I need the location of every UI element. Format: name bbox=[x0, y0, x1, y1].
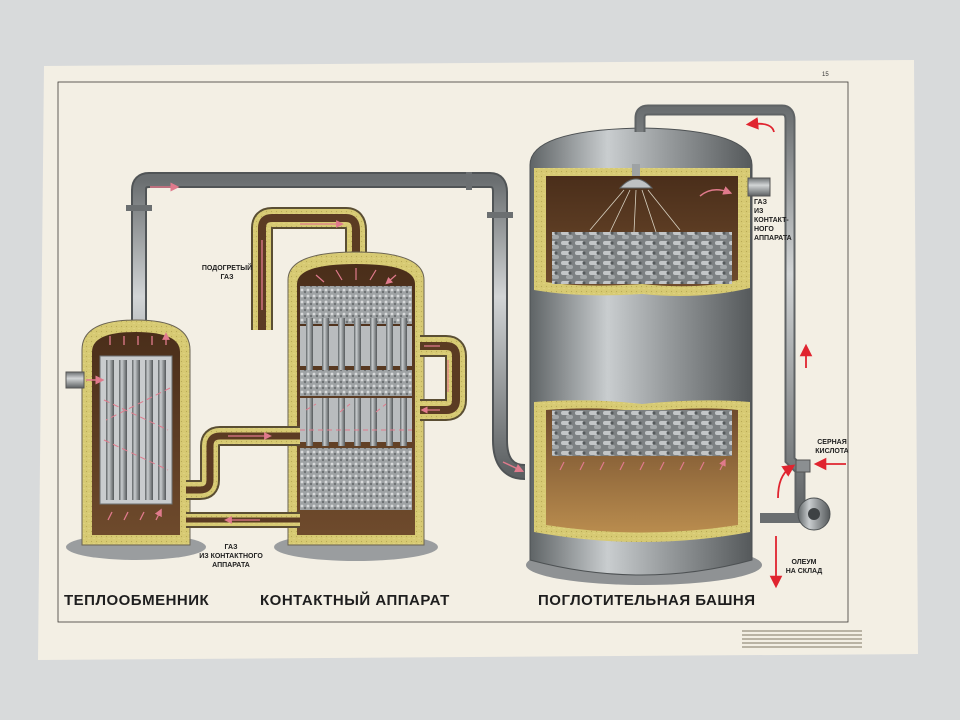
label-gas-inlet-tower: ГАЗ ИЗ КОНТАКТ- НОГО АППАРАТА bbox=[754, 199, 792, 242]
label-gas-from-contact-apparatus: ГАЗ ИЗ КОНТАКТНОГО АППАРАТА bbox=[199, 544, 263, 569]
absorption-tower bbox=[526, 127, 771, 585]
contact-apparatus-title: КОНТАКТНЫЙ АППАРАТ bbox=[260, 592, 450, 609]
shower-head-icon bbox=[589, 164, 681, 233]
acid-return-pipe bbox=[634, 104, 846, 589]
poster-frame bbox=[57, 81, 849, 623]
top-pipe bbox=[126, 172, 526, 480]
contact-tubes-lower bbox=[306, 398, 407, 446]
heat-exchanger bbox=[65, 319, 206, 560]
printer-imprint bbox=[742, 630, 862, 650]
label-oleum-to-storage: ОЛЕУМ НА СКЛАД bbox=[785, 559, 823, 575]
absorption-tower-title: ПОГЛОТИТЕЛЬНАЯ БАШНЯ bbox=[538, 592, 756, 609]
contact-tubes-upper bbox=[306, 318, 407, 370]
label-sulfuric-acid: СЕРНАЯ КИСЛОТА bbox=[815, 439, 849, 455]
contact-apparatus bbox=[251, 207, 467, 561]
heat-exchanger-tubes bbox=[106, 360, 166, 500]
connector-pipes bbox=[186, 426, 300, 528]
label-heated-gas: ПОДОГРЕТЫЙ ГАЗ bbox=[201, 265, 253, 281]
heat-exchanger-title: ТЕПЛООБМЕННИК bbox=[64, 592, 210, 609]
page-number: 15 bbox=[822, 72, 829, 78]
